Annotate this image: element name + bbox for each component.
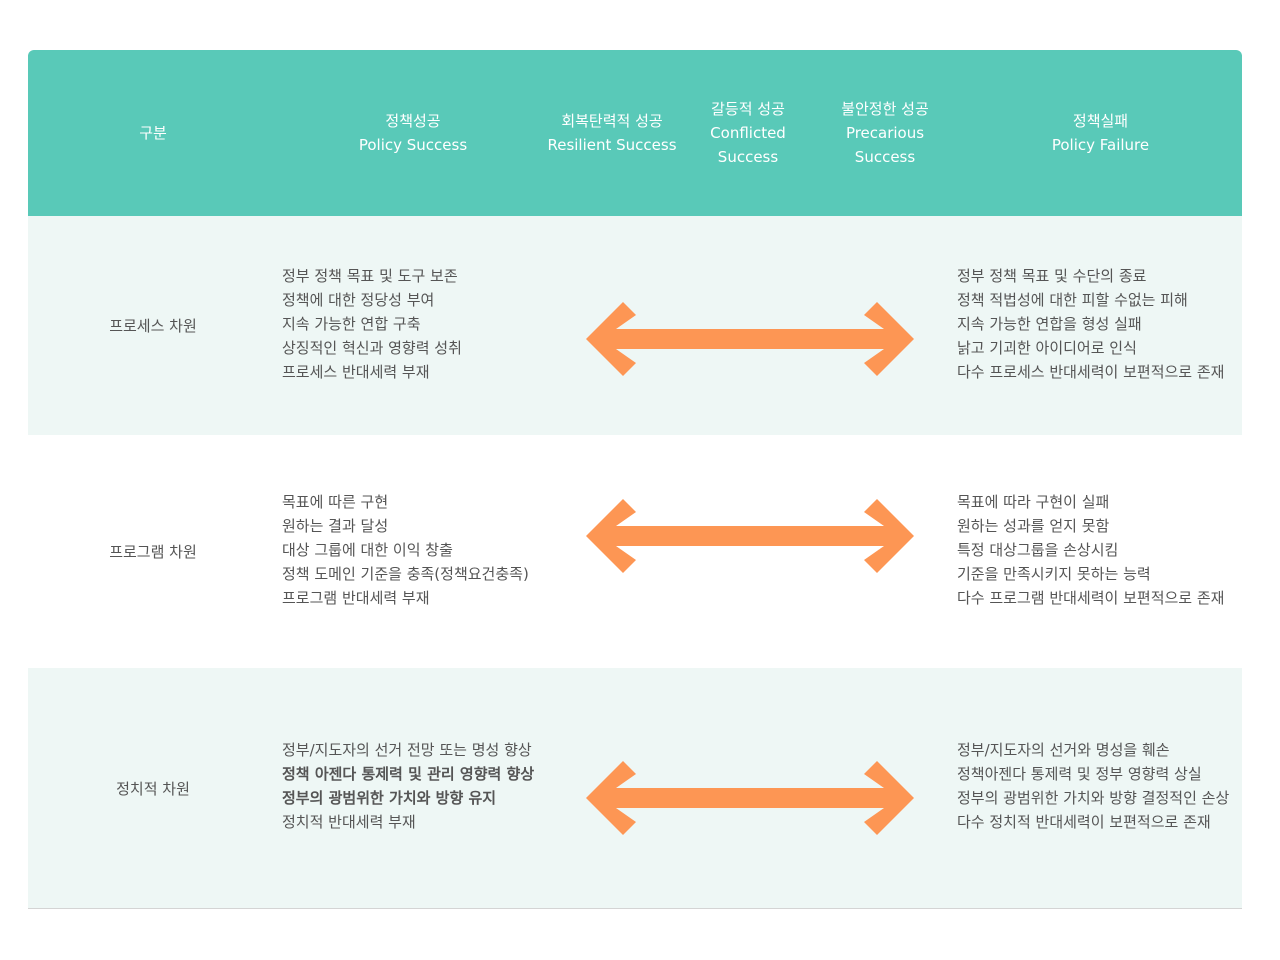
list-item: 정부의 광범위한 가치와 방향 결정적인 손상 [957,789,1230,807]
failure-criteria-list: 목표에 따라 구현이 실패 원하는 성과를 얻지 못함 특정 대상그룹을 손상시… [957,490,1224,610]
list-item: 다수 정치적 반대세력이 보편적으로 존재 [957,813,1211,831]
list-item: 정책 도메인 기준을 충족(정책요건충족) [282,565,529,583]
list-item: 다수 프로그램 반대세력이 보편적으로 존재 [957,589,1225,607]
row-label: 프로그램 차원 [109,543,197,561]
double-arrow-icon [586,302,914,376]
list-item: 정책아젠다 통제력 및 정부 영향력 상실 [957,765,1202,783]
list-item: 정부 정책 목표 및 수단의 종료 [957,267,1147,285]
list-item: 대상 그룹에 대한 이익 창출 [282,541,453,559]
list-item: 프로세스 반대세력 부재 [282,363,430,381]
double-arrow-icon [586,761,914,835]
list-item: 정부/지도자의 선거 전망 또는 명성 향상 [282,741,532,759]
header-category: 구분 [139,124,167,142]
list-item: 원하는 결과 달성 [282,517,389,535]
success-criteria-list: 목표에 따른 구현 원하는 결과 달성 대상 그룹에 대한 이익 창출 정책 도… [282,490,529,610]
list-item: 정치적 반대세력 부재 [282,813,416,831]
failure-criteria-list: 정부 정책 목표 및 수단의 종료 정책 적법성에 대한 피할 수없는 피해 지… [957,264,1224,384]
policy-success-failure-table: 구분 정책성공 Policy Success 회복탄력적 성공 Resilien… [28,50,1242,909]
success-criteria-list: 정부/지도자의 선거 전망 또는 명성 향상 정책 아젠다 통제력 및 관리 영… [282,738,534,834]
table-row-political: 정치적 차원 정부/지도자의 선거 전망 또는 명성 향상 정책 아젠다 통제력… [28,668,1242,909]
list-item: 원하는 성과를 얻지 못함 [957,517,1110,535]
failure-criteria-list: 정부/지도자의 선거와 명성을 훼손 정책아젠다 통제력 및 정부 영향력 상실… [957,738,1229,834]
list-item: 정책 적법성에 대한 피할 수없는 피해 [957,291,1188,309]
header-policy-success: 정책성공 Policy Success [358,112,468,154]
list-item: 정부의 광범위한 가치와 방향 유지 [282,789,497,807]
table-header: 구분 정책성공 Policy Success 회복탄력적 성공 Resilien… [28,50,1242,216]
list-item: 프로그램 반대세력 부재 [282,589,430,607]
list-item: 지속 가능한 연합 구축 [282,315,421,333]
list-item: 목표에 따라 구현이 실패 [957,493,1110,511]
row-label: 프로세스 차원 [109,317,197,335]
header-precarious-success: 불안정한 성공 Precarious Success [841,100,929,166]
header-policy-failure: 정책실패 Policy Failure [1051,112,1150,154]
header-conflicted-success: 갈등적 성공 Conflicted Success [710,100,786,166]
list-item: 기준을 만족시키지 못하는 능력 [957,565,1151,583]
list-item: 낡고 기괴한 아이디어로 인식 [957,339,1137,357]
list-item: 정부/지도자의 선거와 명성을 훼손 [957,741,1170,759]
table-row-program: 프로그램 차원 목표에 따른 구현 원하는 결과 달성 대상 그룹에 대한 이익… [28,435,1242,668]
list-item: 다수 프로세스 반대세력이 보편적으로 존재 [957,363,1225,381]
list-item: 정책에 대한 정당성 부여 [282,291,435,309]
list-item: 특정 대상그룹을 손상시킴 [957,541,1119,559]
list-item: 지속 가능한 연합을 형성 실패 [957,315,1142,333]
success-criteria-list: 정부 정책 목표 및 도구 보존 정책에 대한 정당성 부여 지속 가능한 연합… [282,264,462,384]
list-item: 목표에 따른 구현 [282,493,389,511]
double-arrow-icon [586,499,914,573]
list-item: 정책 아젠다 통제력 및 관리 영향력 향상 [282,765,535,783]
list-item: 정부 정책 목표 및 도구 보존 [282,267,458,285]
header-resilient-success: 회복탄력적 성공 Resilient Success [547,112,677,154]
table-row-process: 프로세스 차원 정부 정책 목표 및 도구 보존 정책에 대한 정당성 부여 지… [28,216,1242,435]
row-label: 정치적 차원 [116,779,190,798]
list-item: 상징적인 혁신과 영향력 성취 [282,339,462,357]
